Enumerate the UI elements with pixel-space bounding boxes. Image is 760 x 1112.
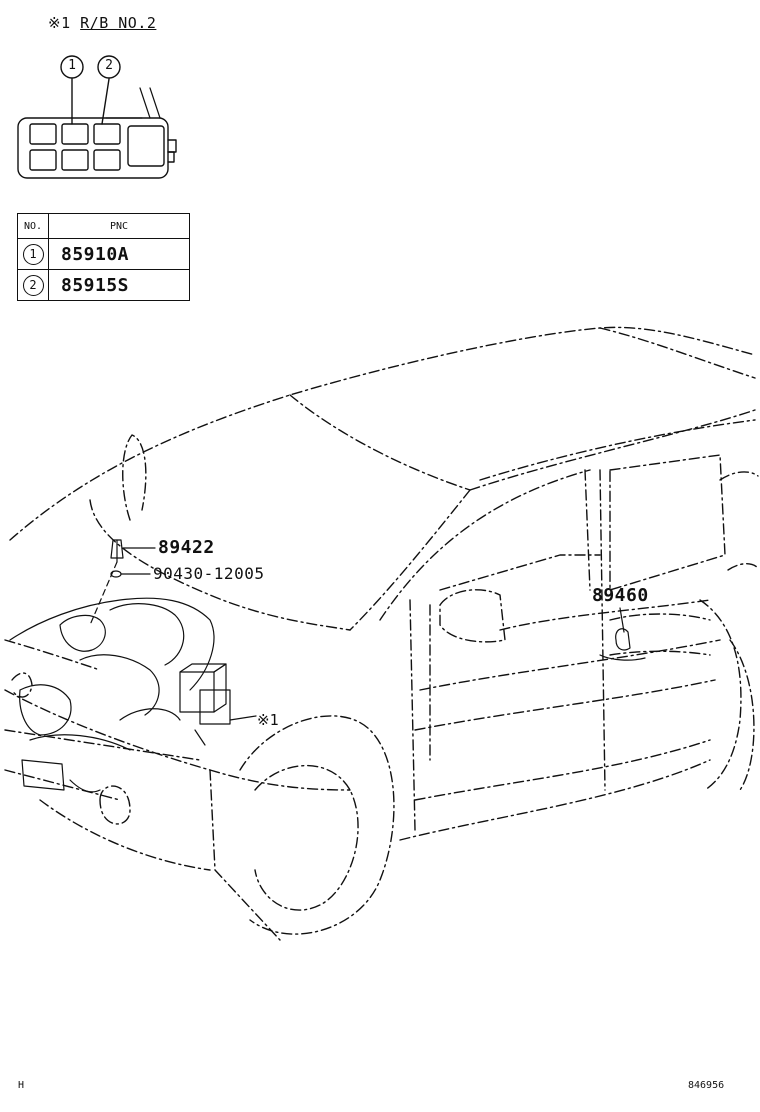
relay-callout-2: 2: [105, 58, 113, 73]
relay-box-header: ※1 R/B NO.2: [48, 14, 156, 32]
relay-callout-1: 1: [68, 58, 76, 73]
table-header-no: NO.: [17, 213, 49, 239]
table-row: 2 85915S: [17, 269, 190, 301]
row-number-circle: 1: [22, 244, 44, 265]
row-pnc: 85910A: [48, 238, 190, 270]
row-pnc: 85915S: [48, 269, 190, 301]
footer-right: 846956: [688, 1080, 725, 1091]
engine-bay: [9, 539, 646, 793]
row-number-circle: 2: [22, 275, 44, 296]
relay-box-illustration: [17, 55, 177, 179]
header-mark: ※1: [48, 14, 71, 32]
footer-left: H: [18, 1080, 25, 1091]
table-row: 1 85910A: [17, 238, 190, 270]
table-header-pnc: PNC: [48, 213, 190, 239]
callout-part-c: 89460: [592, 585, 649, 606]
car-outline: [4, 326, 759, 941]
header-title: R/B NO.2: [80, 14, 157, 32]
callout-part-a: 89422: [158, 537, 215, 558]
callout-ref-mark: ※1: [257, 711, 279, 729]
callout-part-b: 90430-12005: [153, 564, 265, 583]
pnc-table: NO. PNC 1 85910A 2 85915S: [17, 213, 190, 301]
